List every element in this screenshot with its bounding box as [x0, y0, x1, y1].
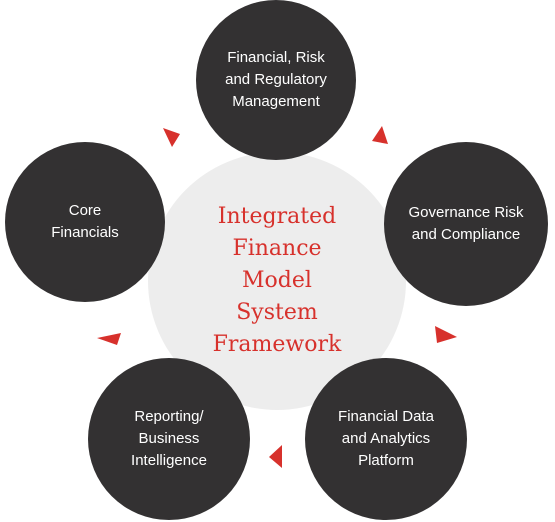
node-label: Financial, Risk and Regulatory Managemen…: [225, 49, 327, 110]
triangle-arrow-icon: [97, 333, 121, 345]
triangle-arrow-icon: [269, 445, 282, 468]
node-financial-data-analytics: Financial Data and Analytics Platform: [305, 358, 467, 520]
center-title: Integrated Finance Model System Framewor…: [212, 204, 342, 357]
node-label: Core Financials: [51, 202, 119, 241]
node-label: Reporting/ Business Intelligence: [131, 408, 207, 469]
triangle-arrow-icon: [163, 128, 180, 147]
node-reporting-business-intelligence: Reporting/ Business Intelligence: [88, 358, 250, 520]
node-core-financials: Core Financials: [5, 142, 165, 302]
node-label: Financial Data and Analytics Platform: [338, 408, 434, 469]
node-governance-risk-compliance: Governance Risk and Compliance: [384, 142, 548, 306]
node-financial-risk-regulatory: Financial, Risk and Regulatory Managemen…: [196, 0, 356, 160]
triangle-arrow-icon: [435, 326, 457, 343]
triangle-arrow-icon: [372, 126, 388, 144]
node-label: Governance Risk and Compliance: [408, 204, 524, 243]
